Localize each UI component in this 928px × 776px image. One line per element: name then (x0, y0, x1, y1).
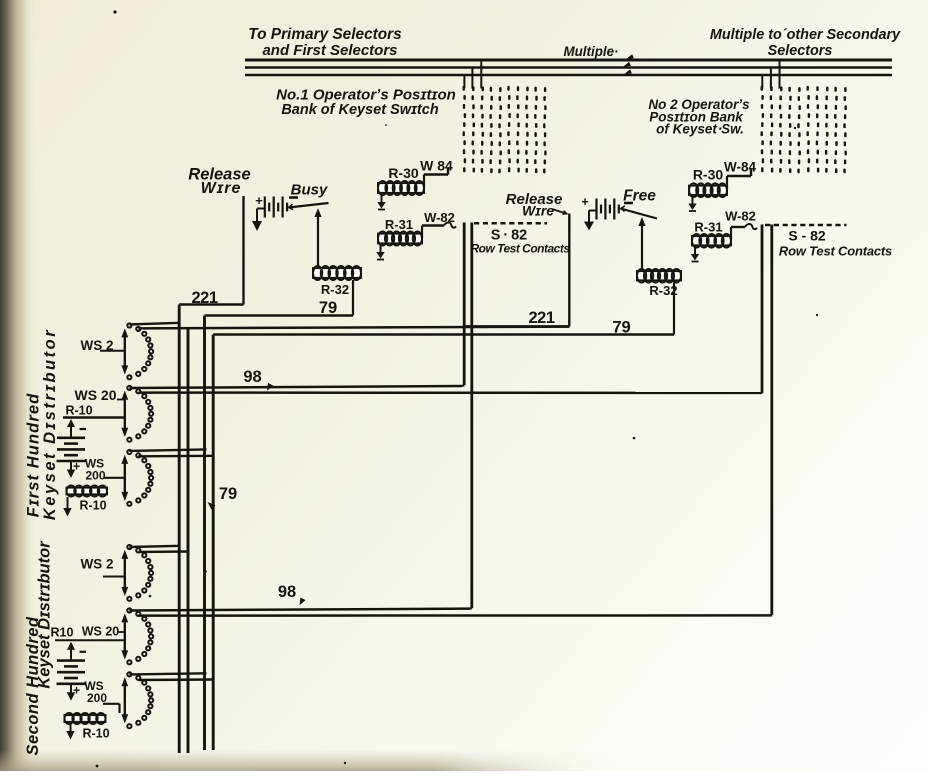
svg-text:79: 79 (612, 319, 630, 337)
svg-text:R-10: R-10 (82, 727, 109, 741)
svg-text:No.1 Operatorʼs Posɪtɪon: No.1 Operatorʼs Posɪtɪon (276, 87, 456, 104)
svg-text:Keyset Dɪstrɪbutor: Keyset Dɪstrɪbutor (41, 328, 59, 520)
svg-text:To Primary Selectors: To Primary Selectors (248, 26, 402, 43)
svg-text:WS 2: WS 2 (80, 557, 113, 572)
svg-text:Fɪrst Hundred: Fɪrst Hundred (25, 393, 43, 518)
svg-text:221: 221 (191, 289, 217, 307)
svg-text:R-31: R-31 (385, 217, 413, 232)
svg-text:Multiple·: Multiple· (563, 44, 618, 59)
svg-text:R-30: R-30 (388, 165, 419, 181)
svg-text:R-10: R-10 (65, 404, 92, 418)
svg-text:Free: Free (623, 188, 656, 205)
svg-text:Multiple to´other Secondary: Multiple to´other Secondary (710, 27, 901, 43)
svg-text:79: 79 (219, 485, 237, 503)
svg-text:200: 200 (85, 469, 105, 483)
svg-text:Busy: Busy (291, 182, 328, 199)
svg-text:+: + (73, 460, 80, 474)
svg-text:WS 20: WS 20 (74, 387, 116, 403)
svg-text:S - 82: S - 82 (788, 228, 826, 244)
svg-text:Selectors: Selectors (768, 43, 833, 59)
svg-text:of Keyset‧Sw.: of Keyset‧Sw. (656, 122, 744, 137)
svg-text:79: 79 (319, 299, 337, 317)
svg-text:and First Selectors: and First Selectors (262, 42, 397, 59)
svg-text:98: 98 (278, 583, 296, 601)
svg-text:+: + (73, 684, 80, 698)
svg-text:R-31: R-31 (694, 220, 722, 235)
svg-text:W-82: W-82 (424, 210, 455, 225)
svg-text:98: 98 (243, 368, 261, 386)
svg-text:Keyset Dɪstrɪbutor: Keyset Dɪstrɪbutor (36, 540, 54, 689)
svg-text:Wɪre: Wɪre (522, 203, 554, 219)
svg-text:R10: R10 (51, 626, 74, 640)
svg-text:Row Test Contacts: Row Test Contacts (470, 242, 570, 256)
svg-text:R-30: R-30 (693, 167, 724, 183)
svg-text:W-82: W-82 (725, 209, 756, 224)
svg-text:221: 221 (528, 309, 554, 327)
svg-text:W 84: W 84 (420, 158, 453, 174)
svg-text:Row Test Contacts: Row Test Contacts (779, 244, 892, 259)
svg-text:R-10: R-10 (79, 499, 106, 513)
svg-text:Bank of Keyset Swɪtch: Bank of Keyset Swɪtch (281, 102, 439, 118)
svg-text:W-84: W-84 (724, 160, 756, 175)
svg-text:+: + (581, 194, 589, 209)
svg-text:WS 20: WS 20 (82, 625, 120, 639)
svg-text:+: + (255, 193, 263, 208)
svg-text:Wɪre: Wɪre (201, 180, 242, 197)
svg-text:R-32: R-32 (321, 282, 349, 297)
